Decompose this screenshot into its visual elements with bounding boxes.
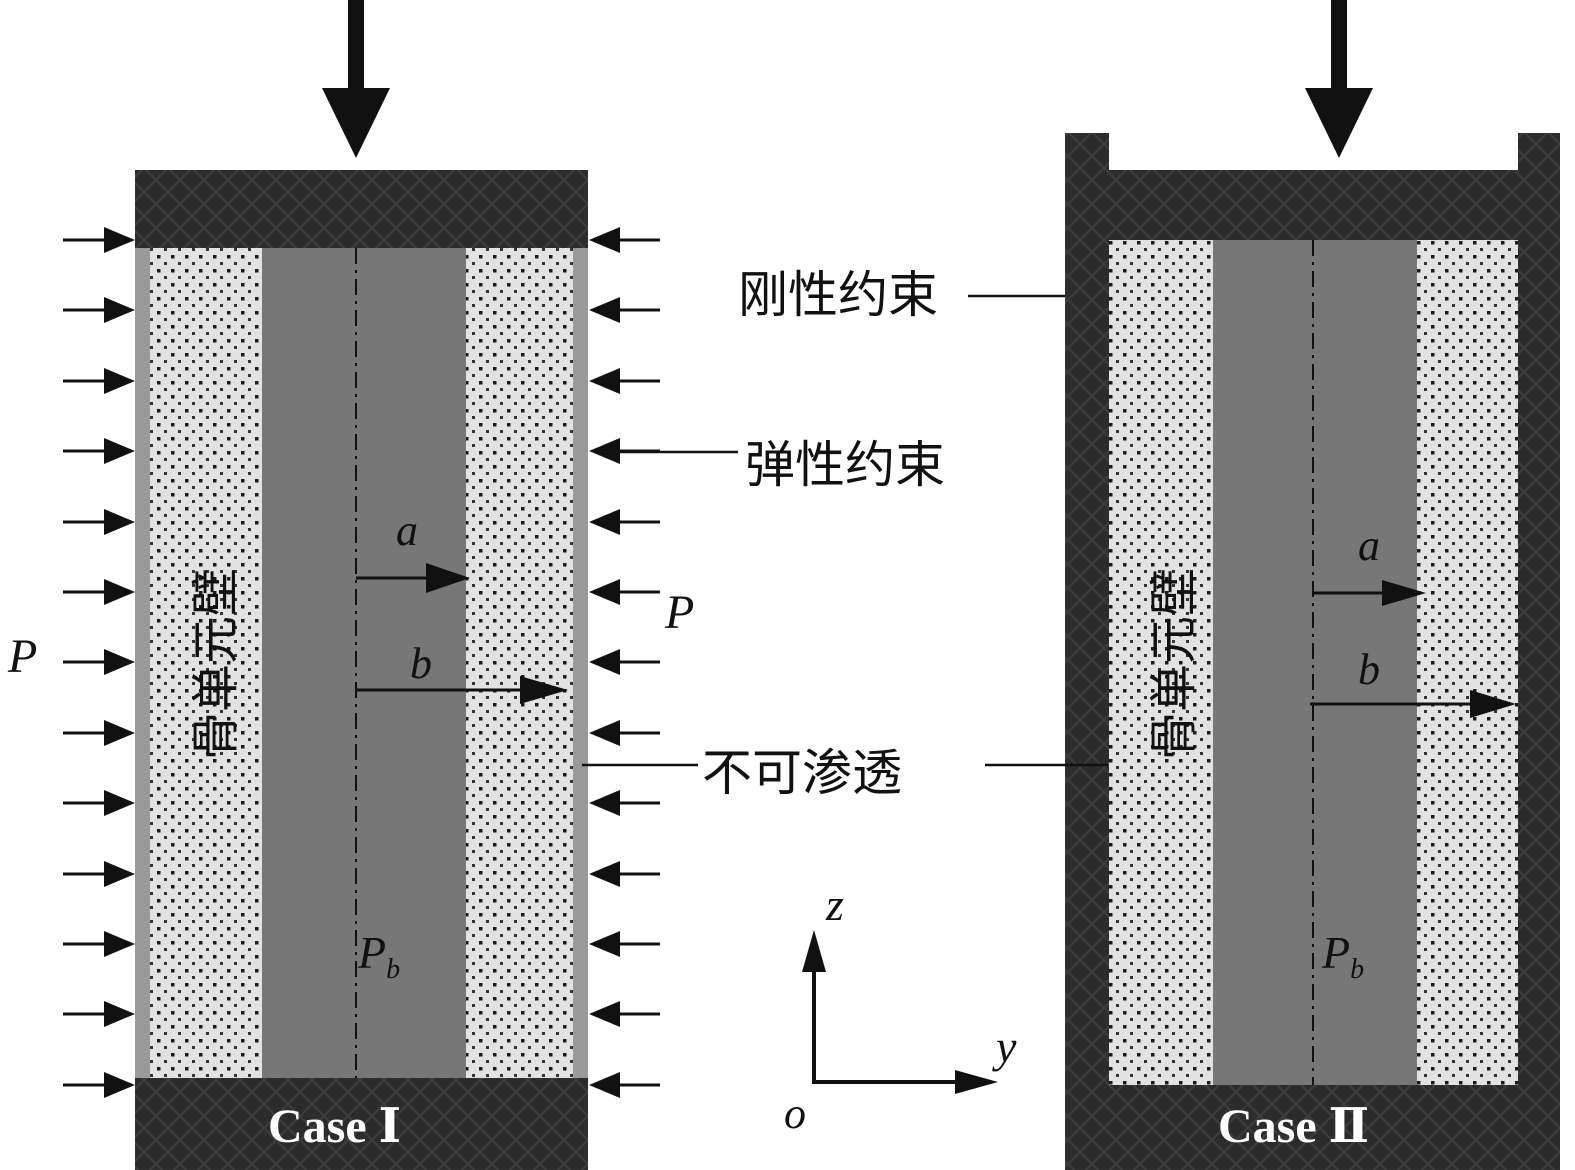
case1-load-arrow xyxy=(322,0,390,158)
case2-core xyxy=(1213,240,1417,1085)
case2-load-arrow xyxy=(1305,0,1373,158)
pressure-arrow-left xyxy=(63,368,135,394)
case2-label-a: a xyxy=(1358,521,1380,570)
pressure-arrow-right xyxy=(589,790,660,816)
label-rigid-constraint: 刚性约束 xyxy=(738,266,938,324)
pressure-arrow-right xyxy=(589,368,660,394)
case2-group: a b Pb 骨单元壁 Case Ⅱ xyxy=(1065,0,1560,1170)
pressure-arrow-left xyxy=(63,720,135,746)
case1-core xyxy=(262,248,466,1078)
y-axis-arrowhead xyxy=(955,1070,998,1094)
case1-title: Case Ⅰ xyxy=(268,1100,401,1153)
case1-label-bone-wall: 骨单元壁 xyxy=(188,568,244,760)
case2-right-porous xyxy=(1417,240,1518,1085)
case2-label-b: b xyxy=(1358,645,1380,694)
pressure-arrow-left xyxy=(63,931,135,957)
case1-label-b: b xyxy=(410,639,432,688)
axis-label-y: y xyxy=(992,1021,1017,1072)
case2-left-porous xyxy=(1109,240,1213,1085)
pressure-arrow-left xyxy=(63,861,135,887)
pressure-arrow-left xyxy=(63,1001,135,1027)
pressure-arrow-right xyxy=(589,861,660,887)
case1-label-p-left: P xyxy=(7,630,37,683)
coordinate-axes: z y o xyxy=(784,879,1017,1138)
pressure-arrow-left xyxy=(63,1072,135,1098)
case1-radius-a xyxy=(356,563,470,593)
pressure-arrow-right xyxy=(589,297,660,323)
case2-title: Case Ⅱ xyxy=(1218,1100,1369,1153)
pressure-arrow-right xyxy=(589,720,660,746)
z-axis-arrowhead xyxy=(802,930,826,972)
pressure-arrow-left xyxy=(63,649,135,675)
case2-label-pb: Pb xyxy=(1321,927,1364,985)
case1-label-a: a xyxy=(396,506,418,555)
pressure-arrow-left xyxy=(63,438,135,464)
pressure-arrow-right xyxy=(589,649,660,675)
pressure-arrow-left xyxy=(63,297,135,323)
pressure-arrow-right xyxy=(589,1072,660,1098)
annotations: 刚性约束 弹性约束 不可渗透 xyxy=(582,266,1108,802)
axis-label-origin: o xyxy=(784,1089,806,1138)
case2-label-bone-wall: 骨单元壁 xyxy=(1146,568,1202,760)
pressure-arrow-left xyxy=(63,509,135,535)
pressure-arrow-right xyxy=(589,227,660,253)
case1-label-p-right: P xyxy=(664,586,694,639)
case1-bottom-plate xyxy=(135,1078,588,1170)
case1-left-pressure-arrows xyxy=(63,227,135,1098)
label-impermeable: 不可渗透 xyxy=(702,744,902,802)
case1-right-thin-wall xyxy=(573,248,588,1078)
pressure-arrow-left xyxy=(63,227,135,253)
case2-radius-b xyxy=(1310,690,1516,718)
case1-top-plate xyxy=(135,170,588,248)
pressure-arrow-right xyxy=(589,579,660,605)
pressure-arrow-right xyxy=(589,931,660,957)
case1-left-porous xyxy=(150,248,262,1078)
case1-radius-b xyxy=(356,676,568,704)
case1-right-porous xyxy=(466,248,573,1078)
axis-label-z: z xyxy=(825,879,844,930)
case1-right-pressure-arrows xyxy=(589,227,660,1098)
case2-radius-a xyxy=(1313,580,1426,606)
pressure-arrow-left xyxy=(63,579,135,605)
case1-group: a b P P Pb 骨单元壁 Case Ⅰ xyxy=(7,0,694,1170)
case1-label-pb: Pb xyxy=(357,927,400,985)
case1-left-thin-wall xyxy=(135,248,150,1078)
pressure-arrow-right xyxy=(589,1001,660,1027)
pressure-arrow-right xyxy=(589,509,660,535)
label-elastic-constraint: 弹性约束 xyxy=(745,436,945,494)
pressure-arrow-left xyxy=(63,790,135,816)
